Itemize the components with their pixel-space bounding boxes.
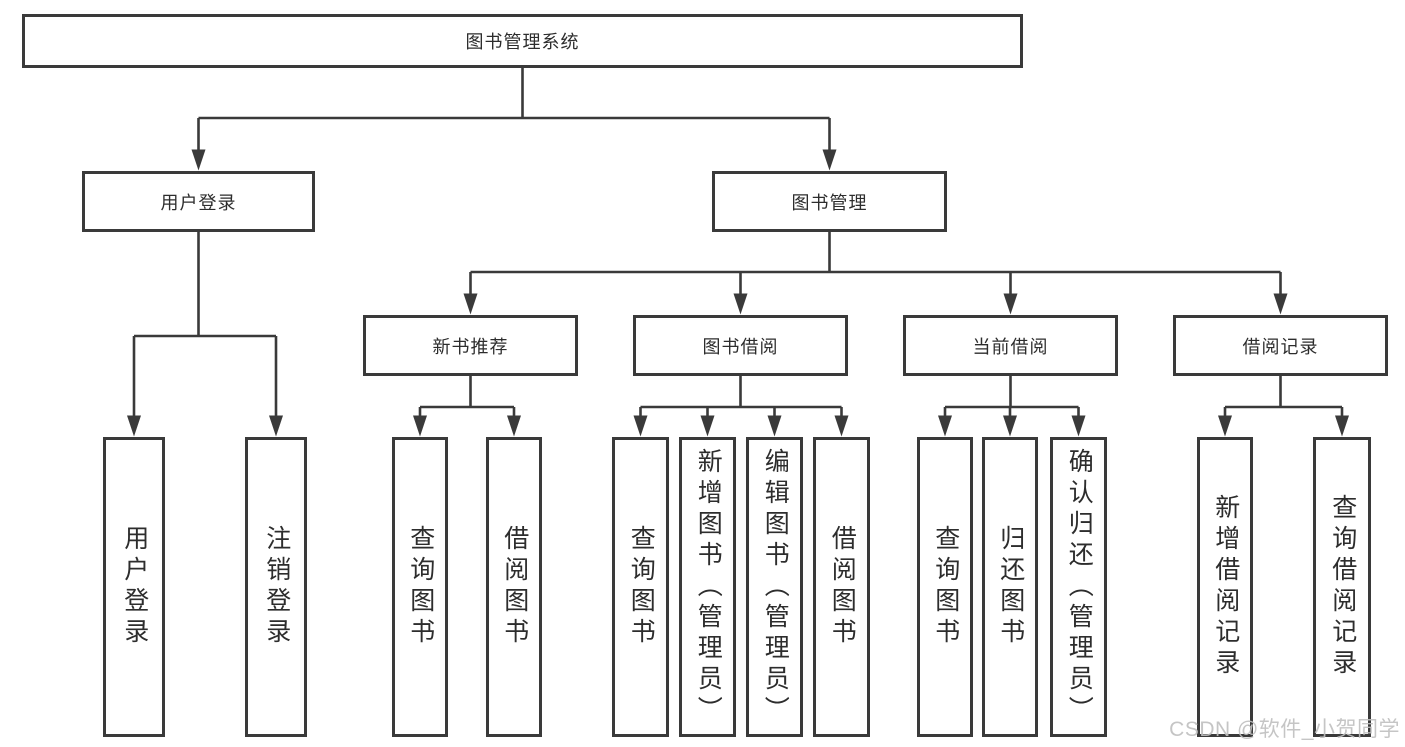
leaf-logout: 注销登录 [245,437,307,737]
leaf-label: 查询借阅记录 [1328,494,1357,680]
leaf-label: 新增借阅记录 [1211,494,1240,680]
connector-book-borrowing-trunk [640,376,842,409]
leaf-borrow-books-2: 借阅图书 [813,437,870,737]
connector-root-trunk [198,68,830,120]
leaf-query-books-3: 查询图书 [917,437,973,737]
leaf-label: 查询图书 [406,525,435,649]
leaf-label: 编辑图书（管理员） [761,447,790,727]
leaf-label: 确认归还（管理员） [1065,447,1094,727]
node-borrowing-records: 借阅记录 [1173,315,1388,376]
node-label: 当前借阅 [972,336,1049,357]
leaf-label: 查询图书 [627,525,656,649]
leaf-query-books-1: 查询图书 [392,437,448,737]
node-label: 新书推荐 [432,336,509,357]
node-label: 借阅记录 [1242,336,1319,357]
node-label: 图书管理 [791,192,868,213]
leaf-user-login: 用户登录 [103,437,165,737]
node-user-login: 用户登录 [82,171,315,232]
leaf-add-borrow-record: 新增借阅记录 [1197,437,1253,737]
leaf-label: 新增图书（管理员） [694,447,723,727]
leaf-label: 归还图书 [996,525,1025,649]
connector-borrowing-records-trunk [1225,376,1342,409]
leaf-query-borrow-record: 查询借阅记录 [1313,437,1371,737]
leaf-label: 查询图书 [931,525,960,649]
leaf-label: 借阅图书 [828,525,857,649]
leaf-borrow-books-1: 借阅图书 [486,437,542,737]
leaf-confirm-return-admin: 确认归还（管理员） [1050,437,1107,737]
node-label: 图书管理系统 [465,32,580,52]
node-label: 用户登录 [160,192,237,213]
leaf-return-books: 归还图书 [982,437,1038,737]
node-book-borrowing: 图书借阅 [633,315,848,376]
node-label: 图书借阅 [702,336,779,357]
leaf-add-book-admin: 新增图书（管理员） [679,437,736,737]
connector-new-book-trunk [420,376,514,409]
csdn-watermark: CSDN @软件_小贺同学 [1169,718,1400,741]
leaf-label: 用户登录 [120,525,149,649]
leaf-label: 借阅图书 [500,525,529,649]
leaf-query-books-2: 查询图书 [612,437,669,737]
node-book-management: 图书管理 [712,171,947,232]
leaf-edit-book-admin: 编辑图书（管理员） [746,437,803,737]
connector-book-management-trunk [470,232,1281,274]
connector-current-borrowing-trunk [945,376,1079,409]
node-new-book-recommend: 新书推荐 [363,315,578,376]
connector-user-login-trunk [134,232,276,338]
node-library-management-system: 图书管理系统 [22,14,1023,68]
node-current-borrowing: 当前借阅 [903,315,1118,376]
leaf-label: 注销登录 [262,525,291,649]
